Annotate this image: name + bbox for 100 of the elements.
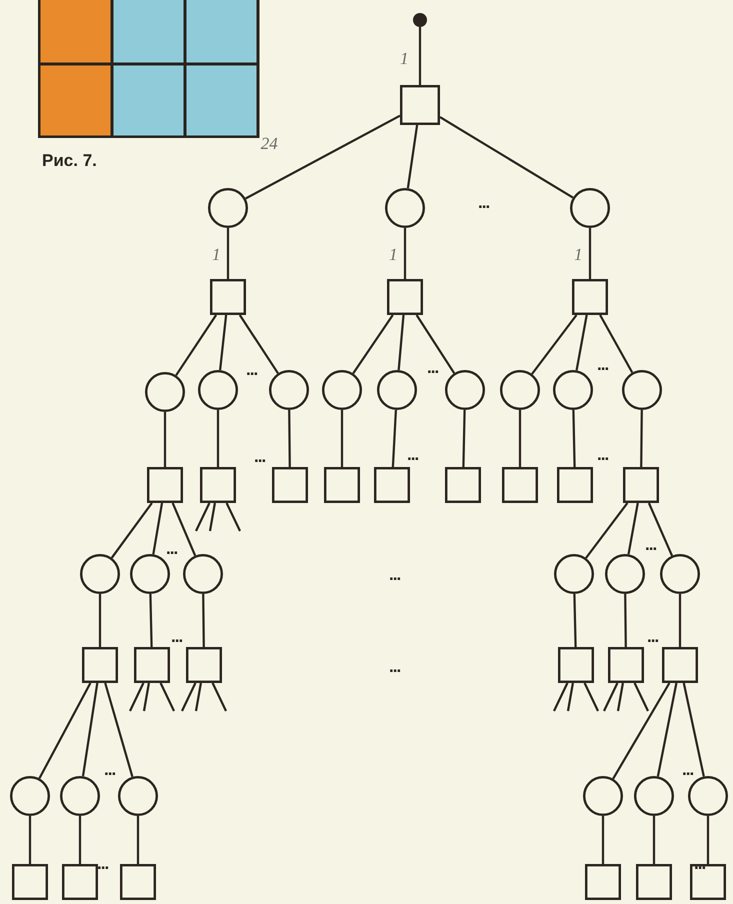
connector-line: [245, 114, 401, 200]
circle-node: [553, 370, 593, 410]
connector-line: [340, 410, 344, 467]
ellipsis: ...: [427, 359, 438, 376]
connector-line: [110, 502, 153, 558]
circle-node: [605, 554, 645, 594]
ellipsis: ...: [645, 536, 656, 553]
connector-line: [585, 502, 628, 559]
circle-node: [445, 370, 485, 410]
connector-line: [352, 314, 394, 374]
square-node: [324, 467, 360, 503]
connector-line: [98, 594, 102, 647]
connector-line: [648, 502, 673, 556]
circle-node: [570, 188, 610, 228]
square-node: [82, 647, 118, 683]
square-node: [272, 467, 308, 503]
connector-line: [226, 228, 230, 279]
circle-node: [634, 776, 674, 816]
ellipsis: ...: [246, 361, 258, 378]
circle-node: [385, 188, 425, 228]
ellipsis: ...: [97, 855, 108, 872]
connector-line: [160, 682, 175, 712]
connector-line: [398, 314, 405, 370]
connector-line: [531, 314, 578, 375]
connector-line: [104, 682, 134, 778]
ellipsis: ...: [478, 194, 490, 211]
circle-node: [660, 554, 700, 594]
circle-node: [130, 554, 170, 594]
circle-node: [145, 372, 185, 412]
connector-line: [566, 682, 574, 712]
square-node: [210, 279, 246, 315]
connector-line: [418, 27, 422, 85]
circle-node: [183, 554, 223, 594]
edge-label: 24: [260, 135, 278, 152]
circle-node: [198, 370, 238, 410]
edge-label: 1: [400, 50, 408, 67]
connector-line: [219, 314, 228, 370]
circle-node: [500, 370, 540, 410]
connector-line: [78, 816, 82, 864]
connector-line: [682, 682, 705, 777]
connector-line: [553, 682, 568, 712]
square-node: [186, 647, 222, 683]
connector-line: [634, 682, 649, 712]
square-node: [636, 864, 672, 900]
square-node: [374, 467, 410, 503]
circle-node: [583, 776, 623, 816]
circle-node: [118, 776, 158, 816]
ellipsis: ...: [389, 566, 400, 583]
ellipsis: ...: [171, 628, 182, 645]
square-node: [400, 85, 440, 125]
connector-line: [82, 682, 98, 776]
connector-line: [238, 314, 279, 374]
connector-line: [706, 816, 710, 864]
connector-line: [603, 682, 618, 712]
square-node: [120, 864, 156, 900]
connector-line: [576, 314, 588, 370]
square-node: [445, 467, 481, 503]
connector-line: [152, 502, 164, 554]
connector-line: [624, 594, 627, 648]
edge-label: 1: [212, 246, 220, 262]
connector-line: [462, 410, 466, 468]
connector-line: [28, 816, 32, 864]
circle-node: [80, 554, 120, 594]
edge-label: 1: [574, 246, 582, 262]
connector-line: [202, 594, 205, 648]
connector-line: [392, 410, 397, 468]
square-node: [585, 864, 621, 900]
circle-node: [554, 554, 594, 594]
connector-line: [584, 682, 599, 712]
connector-line: [208, 502, 216, 532]
square-node: [12, 864, 48, 900]
circle-node: [622, 370, 662, 410]
connector-line: [149, 594, 153, 648]
connector-line: [226, 502, 241, 532]
circle-node: [688, 776, 728, 816]
connector-line: [656, 682, 678, 777]
square-node: [62, 864, 98, 900]
connector-line: [136, 816, 140, 864]
square-node: [558, 647, 594, 683]
connector-line: [38, 682, 92, 779]
square-node: [387, 279, 423, 315]
connector-line: [194, 682, 202, 712]
square-node: [200, 467, 236, 503]
connector-line: [181, 682, 196, 712]
circle-node: [60, 776, 100, 816]
square-node: [572, 279, 608, 315]
connector-line: [164, 412, 166, 467]
connector-line: [640, 410, 643, 468]
ellipsis: ...: [407, 446, 418, 463]
ellipsis: ...: [166, 540, 178, 557]
connector-line: [406, 124, 418, 188]
ellipsis: ...: [254, 448, 266, 465]
connector-line: [612, 682, 670, 780]
connector-line: [588, 228, 592, 279]
figure-caption: Рис. 7.: [42, 152, 97, 169]
connector-line: [652, 816, 656, 864]
circle-node: [208, 188, 248, 228]
circle-node: [377, 370, 417, 410]
square-node: [134, 647, 170, 683]
ellipsis: ...: [682, 761, 694, 778]
